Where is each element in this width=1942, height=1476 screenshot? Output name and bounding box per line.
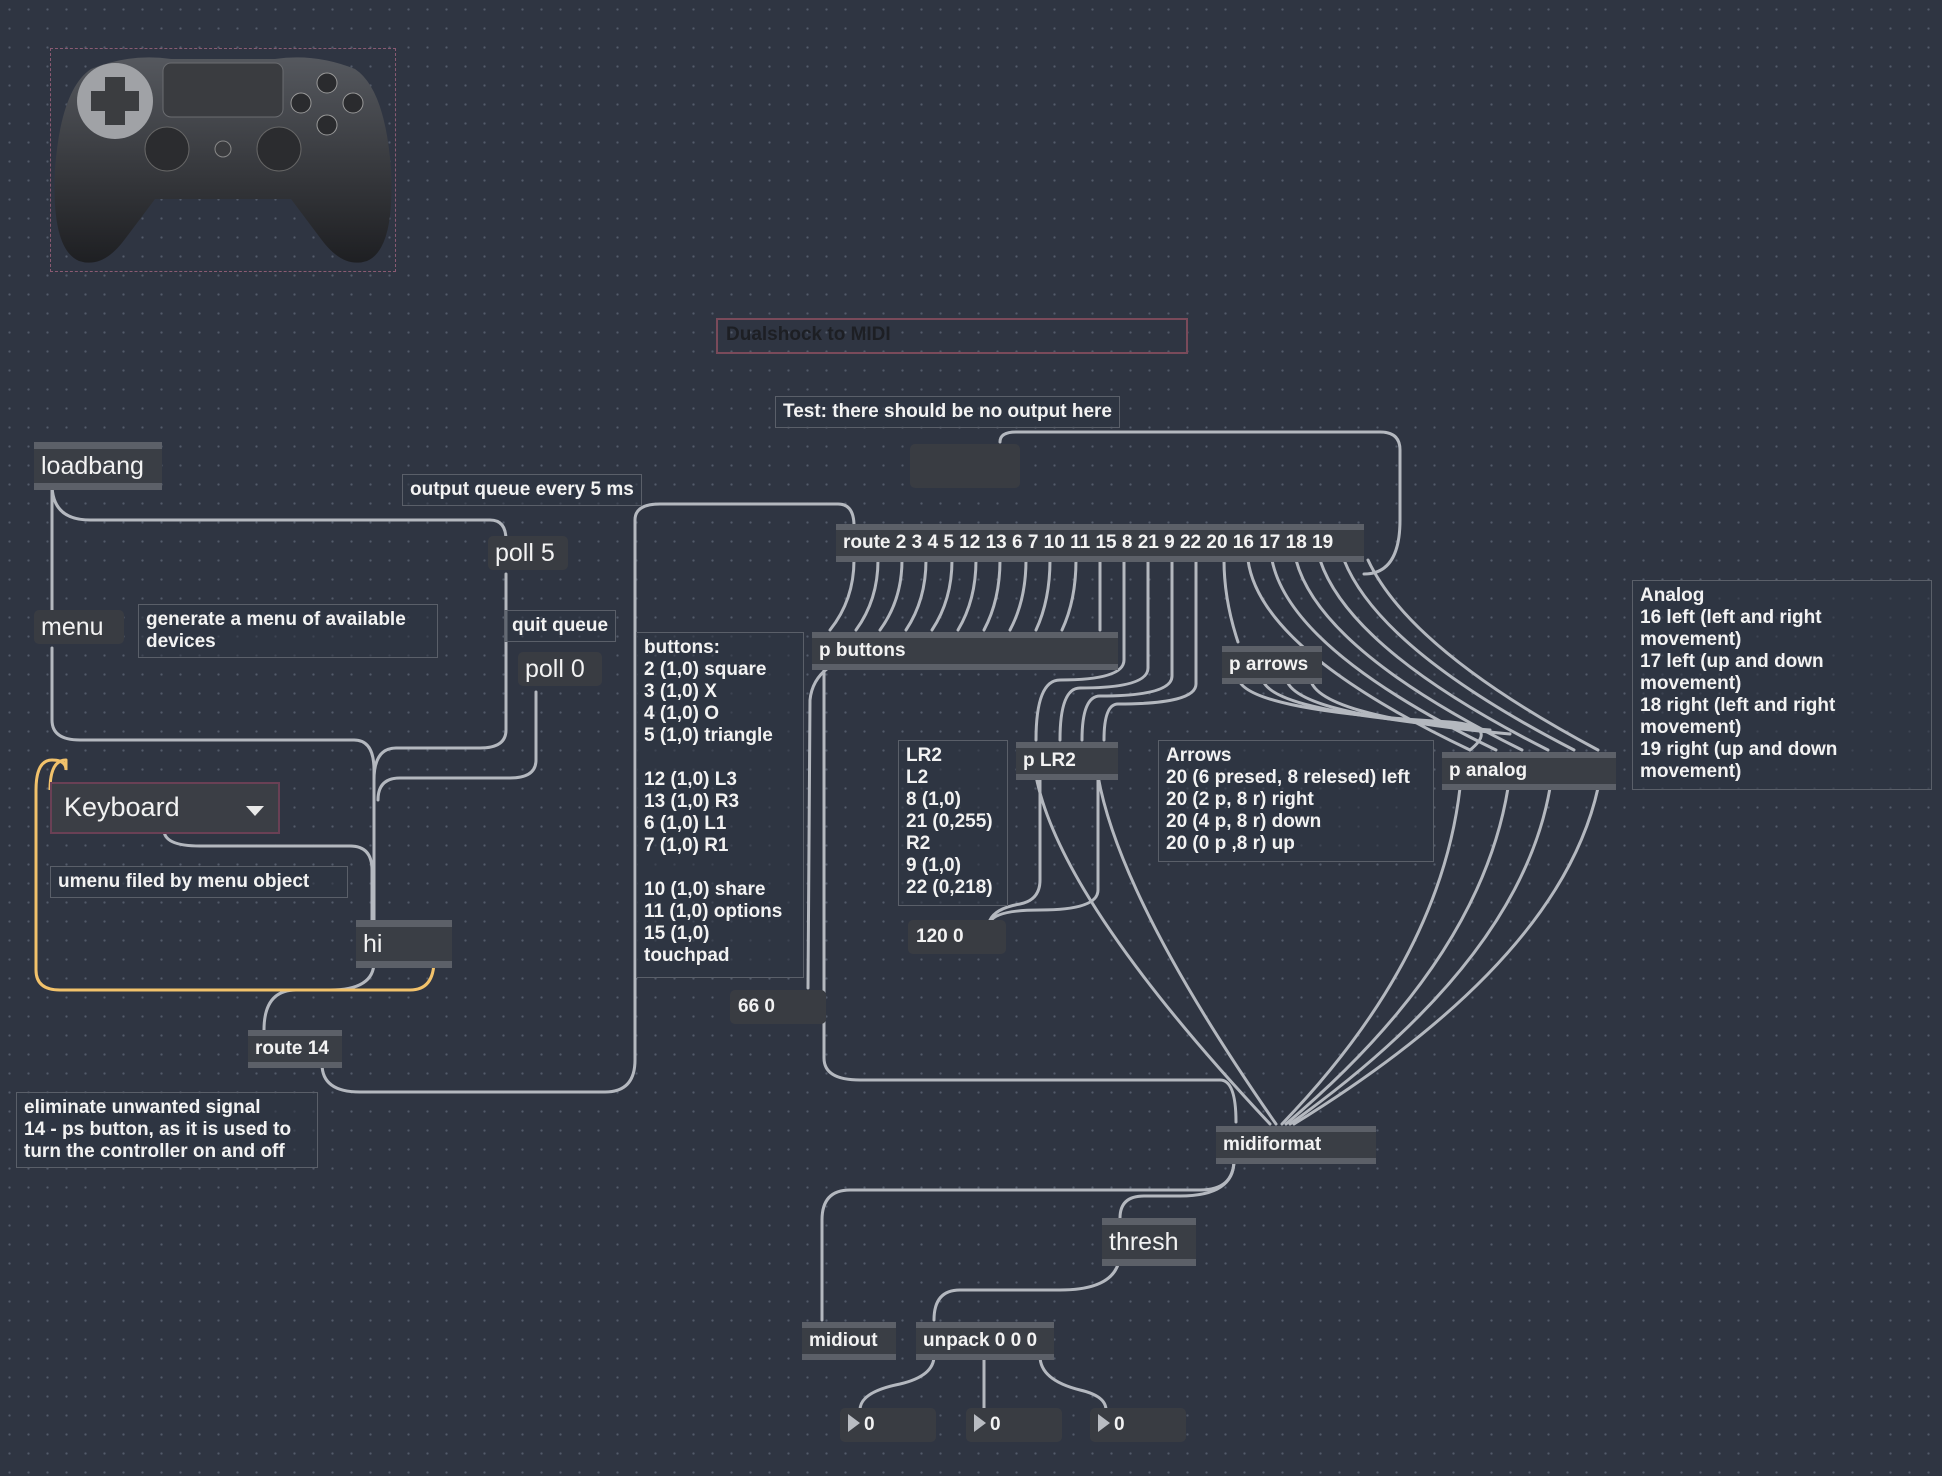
triangle-icon bbox=[974, 1414, 986, 1432]
cord bbox=[854, 558, 880, 632]
comment-quit-queue: quit queue bbox=[504, 610, 617, 642]
comment-lr2: LR2 L2 8 (1,0) 21 (0,255) R2 9 (1,0) 22 … bbox=[898, 740, 1008, 906]
comment-analog: Analog 16 left (left and right movement)… bbox=[1632, 580, 1932, 790]
p-analog-object[interactable]: p analog bbox=[1442, 752, 1616, 790]
cord bbox=[1038, 1354, 1108, 1412]
unpack-object[interactable]: unpack 0 0 0 bbox=[916, 1322, 1054, 1360]
cord bbox=[1366, 558, 1600, 752]
cord bbox=[1060, 558, 1078, 632]
cord bbox=[878, 558, 904, 632]
cord bbox=[822, 660, 1238, 1124]
cord bbox=[50, 482, 508, 542]
cord bbox=[930, 558, 954, 632]
cord bbox=[904, 558, 928, 632]
cord bbox=[1008, 558, 1028, 632]
cord bbox=[988, 774, 1100, 924]
message-120-0[interactable]: 120 0 bbox=[908, 920, 1006, 954]
triangle-icon bbox=[1098, 1414, 1110, 1432]
cord bbox=[372, 572, 508, 782]
cord bbox=[956, 558, 978, 632]
comment-umenu-filled: umenu filed by menu object bbox=[50, 866, 348, 898]
gamepad-image bbox=[50, 48, 396, 272]
cord bbox=[828, 558, 856, 632]
comment-eliminate: eliminate unwanted signal 14 - ps button… bbox=[16, 1092, 318, 1168]
comment-output-queue: output queue every 5 ms bbox=[402, 474, 642, 506]
cord bbox=[1292, 786, 1600, 1126]
route-14-object[interactable]: route 14 bbox=[248, 1030, 342, 1068]
cord bbox=[1058, 558, 1150, 742]
cord bbox=[1222, 558, 1240, 644]
message-66-0[interactable]: 66 0 bbox=[730, 990, 826, 1024]
cord bbox=[982, 558, 1002, 632]
number-box-3[interactable]: 0 bbox=[1090, 1408, 1186, 1442]
comment-test: Test: there should be no output here bbox=[775, 396, 1120, 428]
cord bbox=[1308, 674, 1512, 736]
cord bbox=[1102, 558, 1198, 742]
p-lr2-object[interactable]: p LR2 bbox=[1016, 742, 1118, 780]
thresh-object[interactable]: thresh bbox=[1102, 1218, 1196, 1266]
p-arrows-object[interactable]: p arrows bbox=[1222, 646, 1322, 684]
poll-5-object[interactable]: poll 5 bbox=[488, 536, 568, 570]
cord bbox=[1034, 558, 1126, 742]
chevron-down-icon bbox=[246, 806, 264, 816]
patch-title: Dualshock to MIDI bbox=[716, 318, 1188, 354]
cord bbox=[1284, 786, 1510, 1126]
menu-object[interactable]: menu bbox=[34, 610, 124, 644]
dualshock-controller-icon bbox=[54, 57, 392, 263]
number-box-1[interactable]: 0 bbox=[840, 1408, 936, 1442]
route-main-object[interactable]: route 2 3 4 5 12 13 6 7 10 11 15 8 21 9 … bbox=[836, 524, 1364, 562]
p-buttons-object[interactable]: p buttons bbox=[812, 632, 1118, 670]
number-box-2[interactable]: 0 bbox=[966, 1408, 1062, 1442]
cord bbox=[50, 646, 376, 922]
cord bbox=[998, 430, 1402, 576]
cord bbox=[806, 666, 830, 990]
cord bbox=[1280, 786, 1462, 1126]
cord bbox=[262, 960, 376, 1032]
cord bbox=[1080, 558, 1174, 742]
midiformat-object[interactable]: midiformat bbox=[1216, 1126, 1376, 1164]
comment-generate-menu: generate a menu of available devices bbox=[138, 604, 438, 658]
cord bbox=[1294, 558, 1524, 752]
test-output-message[interactable] bbox=[910, 444, 1020, 488]
cord bbox=[932, 1250, 1122, 1322]
cord bbox=[1288, 786, 1552, 1126]
hi-object[interactable]: hi bbox=[356, 920, 452, 968]
umenu-selected-label: Keyboard bbox=[64, 792, 180, 822]
cord bbox=[1118, 1158, 1236, 1220]
cord bbox=[988, 774, 1042, 922]
cord bbox=[1318, 558, 1550, 752]
device-umenu[interactable]: Keyboard bbox=[50, 782, 280, 834]
comment-arrows: Arrows 20 (6 presed, 8 relesed) left 20 … bbox=[1158, 740, 1434, 862]
loadbang-object[interactable]: loadbang bbox=[34, 442, 162, 490]
cord bbox=[1034, 774, 1272, 1126]
cord bbox=[376, 690, 538, 802]
comment-buttons: buttons: 2 (1,0) square 3 (1,0) X 4 (1,0… bbox=[636, 632, 804, 978]
cord bbox=[320, 502, 856, 1094]
poll-0-object[interactable]: poll 0 bbox=[518, 652, 602, 686]
cord bbox=[858, 1354, 936, 1412]
triangle-icon bbox=[848, 1414, 860, 1432]
cord bbox=[162, 828, 374, 922]
cord bbox=[1096, 774, 1278, 1126]
cord bbox=[1342, 558, 1576, 752]
cord bbox=[1034, 558, 1052, 632]
midiout-object[interactable]: midiout bbox=[802, 1322, 896, 1360]
